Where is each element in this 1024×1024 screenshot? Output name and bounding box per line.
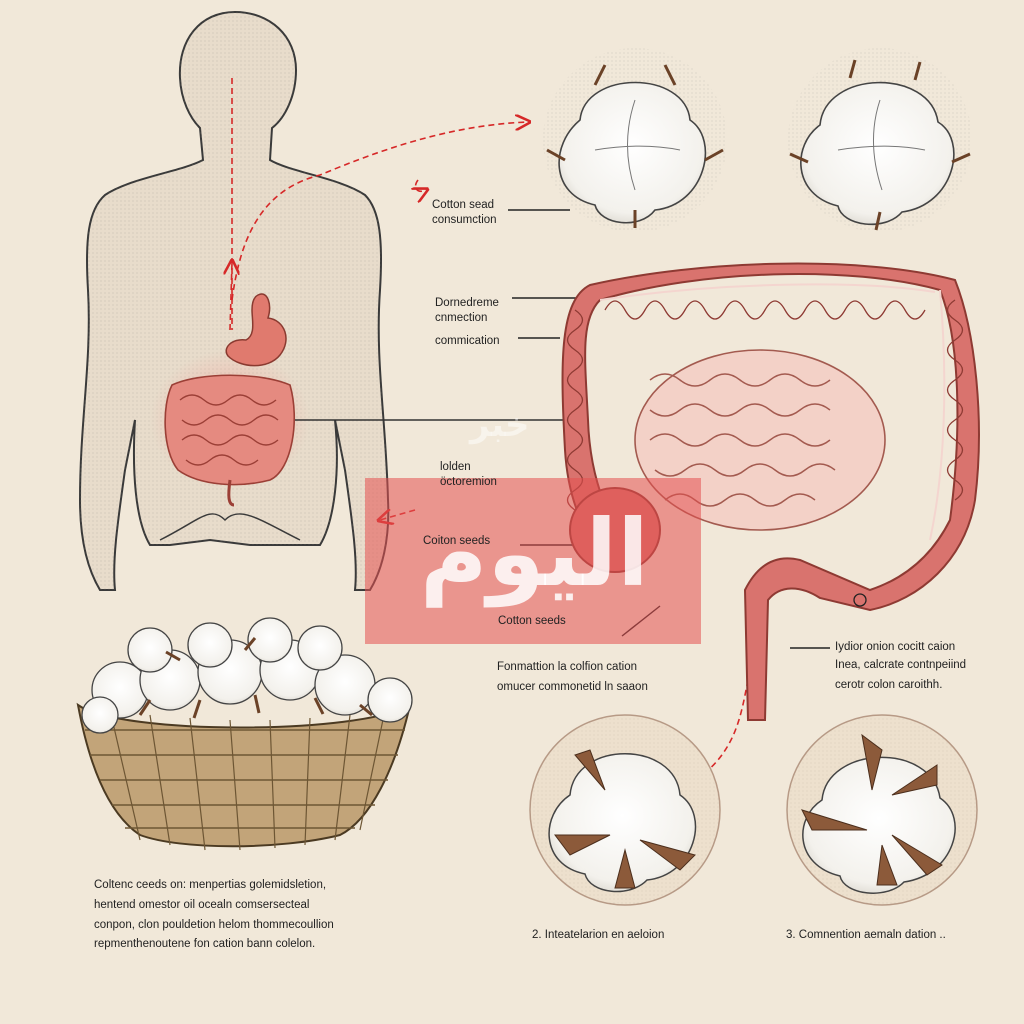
cotton-boll-top-right [788,48,972,232]
label-ioldon-octoremion: lolden öctoremion [440,461,497,488]
label-cotton-seed-consumption: Cotton sead consumction [432,199,497,226]
label-formation-line2: omucer commonetid ln saaon [497,681,648,693]
label-dornedreme-connection: Dornedreme cnmection [435,297,499,324]
label-cotton-seeds-upper: Coiton seeds [423,535,491,547]
cotton-boll-bottom-right [786,714,978,906]
label-right-colon-line2: Inea, calcrate contnpeiind [835,659,967,671]
bottom-text-line1: Coltenc ceeds on: menpertias golemidslet… [94,879,327,891]
caption-2: 2. Inteatelarion en aeloion [532,929,665,941]
watermark-small-text: خبر [470,405,530,445]
bottom-text-line4: repmenthenoutene fon cation bann colelon… [94,938,316,950]
cotton-boll-top-left [543,48,727,232]
label-commication: commication [435,335,500,347]
watermark-text: اليوم [420,500,649,607]
bottom-text-line3: conpon, clon pouldetion helom thommecoul… [94,919,334,931]
body-intestine-illustration [164,374,296,507]
label-right-colon-line3: cerotr colon caroithh. [835,679,943,691]
label-cotton-seeds-lower: Cotton seeds [498,615,566,627]
label-right-colon-line1: Iydior onion cocitt caion [835,641,956,653]
stomach-illustration [225,293,287,367]
bottom-text-line2: hentend omestor oil ocealn comsersecteal [94,899,310,911]
human-body-figure [78,10,390,591]
cotton-boll-bottom-left [529,714,721,906]
caption-3: 3. Comnention aemaln dation .. [786,929,946,941]
label-formation-line1: Fonmattion la colfion cation [497,661,637,673]
watermark-box [365,478,701,644]
cotton-basket-illustration [76,617,413,851]
